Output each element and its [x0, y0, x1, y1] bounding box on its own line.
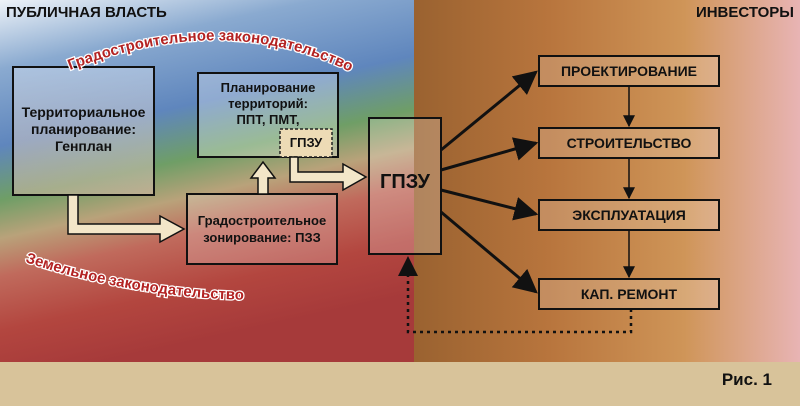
- territorial-planning-line-2: планирование:: [30, 121, 137, 137]
- gpzu-small-box: [279, 128, 333, 158]
- stage-box-construction: [538, 127, 720, 159]
- territorial-planning-box: [12, 66, 155, 196]
- stage-box-operation: [538, 199, 720, 231]
- gpzu-main-label: ГПЗУ: [380, 171, 430, 193]
- territorial-planning-label: Территориальное планирование: Генплан: [13, 104, 154, 155]
- genplan-to-zoning-arrow: [67, 194, 186, 244]
- gpzu-to-main-arrow: [289, 156, 368, 192]
- stage-box-repair: [538, 278, 720, 310]
- territorial-planning-line-1: Территориальное: [21, 104, 146, 120]
- stage-label-construction: СТРОИТЕЛЬСТВО: [566, 135, 692, 151]
- investors-zone: [414, 0, 800, 362]
- public-authority-title: ПУБЛИЧНАЯ ВЛАСТЬ: [6, 4, 167, 21]
- zoning-line-1: Градостроительное: [197, 213, 327, 228]
- gpzu-to-construction-arrow: [440, 137, 539, 172]
- gpzu-to-operation-arrow: [440, 188, 539, 221]
- figure-caption: Рис. 1: [721, 370, 772, 389]
- gpzu-to-repair-arrow: [440, 210, 538, 294]
- footer-band: [0, 362, 800, 406]
- zoning-line-2: зонирование: ПЗЗ: [203, 230, 321, 245]
- gpzu-to-design-arrow: [440, 70, 538, 152]
- territorial-planning-line-3: Генплан: [54, 138, 113, 154]
- investors-title: ИНВЕСТОРЫ: [695, 4, 794, 21]
- territory-planning-line-1: Планирование: [220, 80, 316, 95]
- repair-feedback-dotted-arrow: [398, 256, 633, 334]
- zoning-label: Градостроительное зонирование: ПЗЗ: [187, 212, 337, 246]
- stage-label-operation: ЭКСПЛУАТАЦИЯ: [572, 207, 686, 223]
- territory-planning-label: Планирование территорий: ППТ, ПМТ,: [198, 80, 338, 128]
- zoning-to-planning-arrow: [249, 160, 277, 195]
- stage-label-repair: КАП. РЕМОНТ: [580, 286, 678, 302]
- territory-planning-line-2: территорий:: [228, 96, 308, 111]
- gpzu-small-label: ГПЗУ: [289, 135, 323, 150]
- territory-planning-line-3: ППТ, ПМТ,: [236, 112, 300, 127]
- gpzu-main-box: [368, 117, 442, 255]
- stage-box-design: [538, 55, 720, 87]
- stage-label-design: ПРОЕКТИРОВАНИЕ: [560, 63, 698, 79]
